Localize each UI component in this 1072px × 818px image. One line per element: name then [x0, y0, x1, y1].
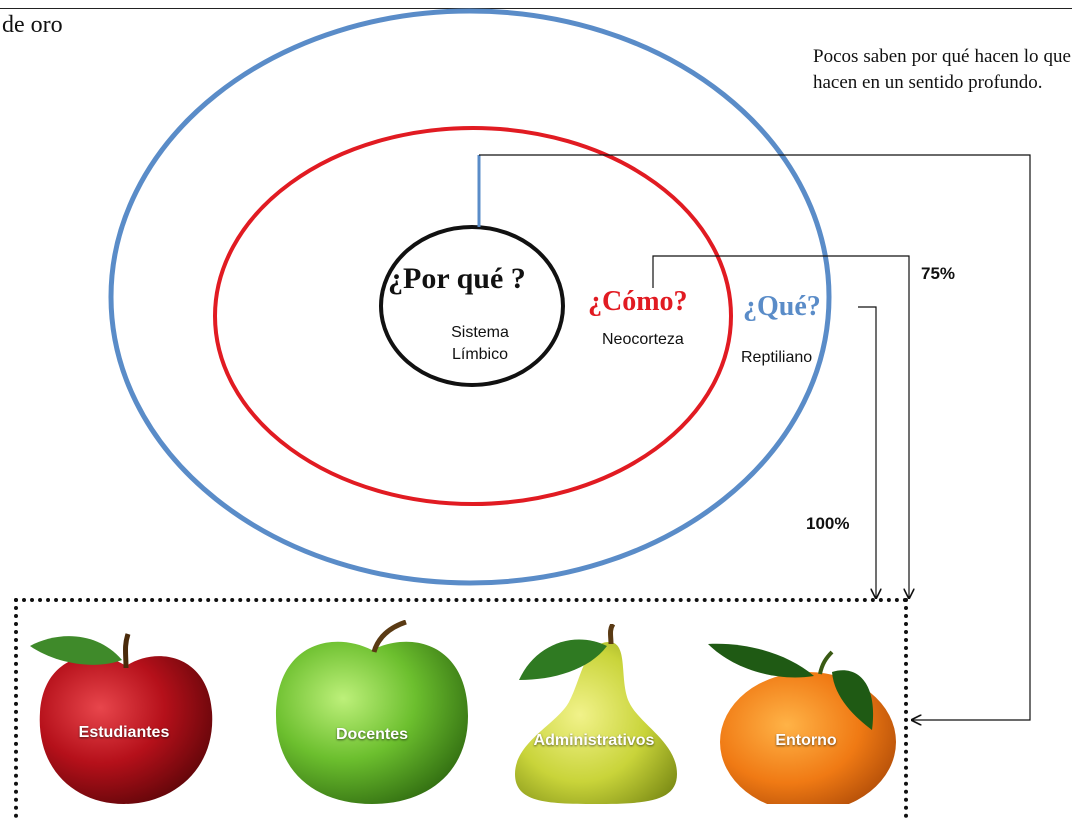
- note-text: Pocos saben por qué hacen lo que hacen e…: [813, 46, 1071, 93]
- fruit-label-docentes: Docentes: [335, 726, 409, 743]
- percentage-75: 75%: [921, 264, 956, 283]
- how-connector: [652, 255, 909, 598]
- why-connector: [479, 154, 1031, 720]
- green-apple-image: [276, 620, 468, 804]
- top-rule: [0, 8, 1072, 9]
- how-title: ¿Cómo?: [588, 286, 688, 317]
- red-apple-image: [30, 633, 213, 804]
- pear-image: [515, 624, 677, 804]
- why-subtitle-line2: Límbico: [451, 346, 509, 363]
- heading-fragment: de oro: [2, 12, 63, 38]
- fruit-label-estudiantes: Estudiantes: [78, 724, 170, 741]
- fruit-label-entorno: Entorno: [775, 732, 837, 749]
- what-connector: [858, 306, 876, 598]
- why-title: ¿Por qué ?: [388, 262, 526, 295]
- why-subtitle: Sistema Límbico: [420, 322, 540, 366]
- orange-image: [708, 643, 896, 804]
- outer-circle: [108, 8, 832, 586]
- percentage-100: 100%: [806, 514, 850, 533]
- why-subtitle-line1: Sistema: [451, 324, 509, 341]
- middle-circle: [213, 126, 733, 506]
- what-subtitle: Reptiliano: [741, 349, 813, 366]
- fruit-label-administrativos: Administrativos: [533, 732, 655, 749]
- how-subtitle: Neocorteza: [602, 331, 684, 348]
- inner-circle: [379, 225, 565, 387]
- stakeholders-box: [14, 598, 908, 818]
- what-title: ¿Qué?: [743, 291, 821, 322]
